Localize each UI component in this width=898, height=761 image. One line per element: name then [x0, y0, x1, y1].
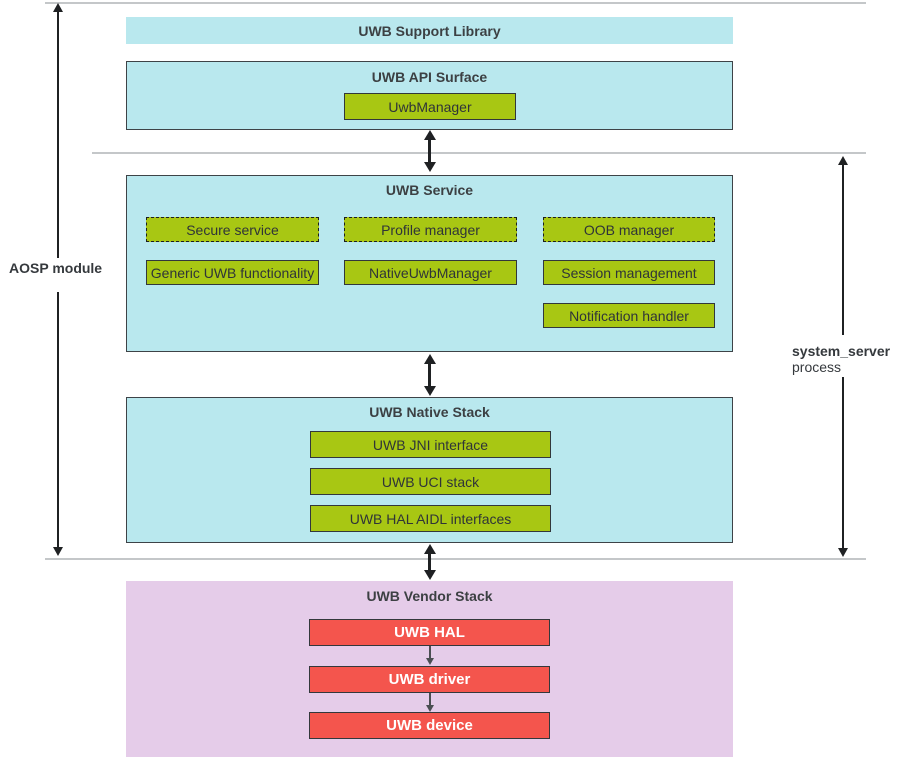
- top-boundary-line: [45, 2, 866, 4]
- nativeuwbmanager-chip: NativeUwbManager: [344, 260, 517, 285]
- oob-manager-chip: OOB manager: [543, 217, 715, 242]
- uwb-native-stack-box: UWB Native Stack UWB JNI interface UWB U…: [126, 397, 733, 543]
- arrowhead-down-icon: [424, 386, 436, 396]
- session-management-chip: Session management: [543, 260, 715, 285]
- uwb-service-title: UWB Service: [385, 182, 474, 198]
- arrowhead-down-icon: [838, 548, 848, 557]
- aosp-module-label: AOSP module: [9, 260, 103, 276]
- arrow-line: [428, 139, 431, 163]
- system-server-process-label: system_server process: [792, 343, 890, 375]
- arrowhead-down-icon: [426, 658, 434, 665]
- arrowhead-up-icon: [424, 130, 436, 140]
- uwb-support-library-title: UWB Support Library: [358, 23, 501, 39]
- uwb-api-surface-title: UWB API Surface: [371, 69, 488, 85]
- uwb-hal-chip: UWB HAL: [309, 619, 550, 646]
- system-server-label: system_server: [792, 343, 891, 359]
- uwbmanager-chip: UwbManager: [344, 93, 516, 120]
- secure-service-chip: Secure service: [146, 217, 319, 242]
- process-label: process: [792, 359, 842, 375]
- arrowhead-up-icon: [838, 156, 848, 165]
- arrow-line: [429, 693, 431, 706]
- generic-uwb-functionality-chip: Generic UWB functionality: [146, 260, 319, 285]
- system-server-top-boundary-line: [92, 152, 866, 154]
- uwb-support-library-box: UWB Support Library: [126, 17, 733, 44]
- notification-handler-chip: Notification handler: [543, 303, 715, 328]
- uwb-vendor-stack-title: UWB Vendor Stack: [366, 588, 493, 604]
- arrow-line: [429, 646, 431, 659]
- uwb-jni-interface-chip: UWB JNI interface: [310, 431, 551, 458]
- arrowhead-down-icon: [53, 547, 63, 556]
- arrowhead-down-icon: [426, 705, 434, 712]
- uwb-vendor-stack-box: UWB Vendor Stack UWB HAL UWB driver UWB …: [126, 581, 733, 757]
- profile-manager-chip: Profile manager: [344, 217, 517, 242]
- uwb-driver-chip: UWB driver: [309, 666, 550, 693]
- uwb-hal-aidl-interfaces-chip: UWB HAL AIDL interfaces: [310, 505, 551, 532]
- uwb-native-stack-title: UWB Native Stack: [369, 404, 490, 420]
- arrowhead-up-icon: [424, 354, 436, 364]
- arrowhead-down-icon: [424, 162, 436, 172]
- arrow-line: [428, 553, 431, 571]
- uwb-uci-stack-chip: UWB UCI stack: [310, 468, 551, 495]
- arrow-line: [428, 363, 431, 387]
- arrow-line: [842, 164, 844, 335]
- uwb-device-chip: UWB device: [309, 712, 550, 739]
- uwb-api-surface-box: UWB API Surface UwbManager: [126, 61, 733, 130]
- arrowhead-down-icon: [424, 570, 436, 580]
- bottom-boundary-line: [45, 558, 866, 560]
- arrowhead-up-icon: [424, 544, 436, 554]
- arrowhead-up-icon: [53, 3, 63, 12]
- arrow-line: [57, 292, 59, 547]
- arrow-line: [57, 11, 59, 258]
- arrow-line: [842, 377, 844, 548]
- uwb-service-box: UWB Service Secure service Profile manag…: [126, 175, 733, 352]
